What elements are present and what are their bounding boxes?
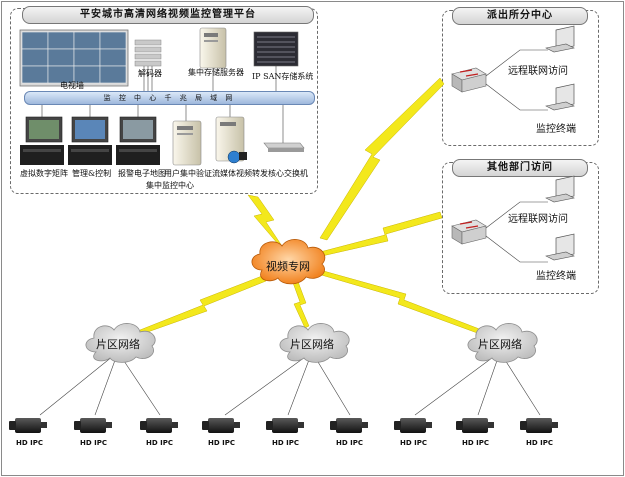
decoder-icon [134,39,162,92]
main-panel-title: 平安城市高清网络视频监控管理平台 [22,6,314,24]
storage-server-label: 集中存储服务器 [188,68,244,77]
camera-label: HD IPC [336,439,363,447]
dept-panel-title: 其他部门访问 [452,159,588,177]
matrix-label: 虚拟数字矩阵 [20,169,68,178]
area-cloud-left [85,323,156,363]
camera-icon [74,418,112,433]
management-label: 管理&控制 [72,169,112,178]
camera-icon [394,418,432,433]
lightning-link-area-right [317,269,483,335]
lan-bus: 监 控 中 心 千 兆 局 域 网 [24,91,315,105]
lightning-link-main [247,194,291,259]
lightning-link-area-mid [291,278,310,329]
streaming-server-icon [215,103,247,164]
dept-terminal-label: 监控终端 [536,271,576,282]
camera-label: HD IPC [146,439,173,447]
area-network-label-mid: 片区网络 [290,338,334,351]
streaming-label: 流媒体视频转发 [212,169,268,178]
core-switch-label: 核心交换机 [268,169,308,178]
camera-icon [520,418,558,433]
camera-icon [456,418,494,433]
matrix-workstation-icon [20,103,64,165]
core-switch-icon [263,103,305,152]
ipsan-storage-icon [253,31,299,92]
police-terminal-monitor-icon [545,83,575,111]
police-router-icon [451,67,487,93]
lightning-link-police [319,77,445,241]
camera-icon [202,418,240,433]
area-cloud-mid [279,323,350,363]
camera-label: HD IPC [80,439,107,447]
police-links [485,49,548,111]
police-remote-label: 远程联网访问 [508,66,568,77]
police-panel-title: 派出所分中心 [452,7,588,25]
dept-remote-label: 远程联网访问 [508,214,568,225]
camera-label: HD IPC [400,439,427,447]
private-network-cloud [251,239,326,285]
alarm-map-workstation-icon [116,103,160,165]
video-wall-label: 电视墙 [60,81,84,90]
management-workstation-icon [68,103,112,165]
decoder-label: 解码器 [138,69,162,78]
camera-icon [9,418,47,433]
police-remote-monitor-icon [545,25,575,53]
video-wall-icon [19,29,129,87]
ipsan-label: IP SAN存储系统 [252,72,314,81]
area-network-label-right: 片区网络 [478,338,522,351]
camera-icon [330,418,368,433]
dept-router-icon [451,219,487,245]
lightning-link-area-left [139,275,267,335]
camera-label: HD IPC [208,439,235,447]
camera-label: HD IPC [16,439,43,447]
dept-terminal-monitor-icon [545,233,575,261]
center-label: 集中监控中心 [146,181,194,190]
storage-server-icon [199,27,227,92]
dept-remote-monitor-icon [545,175,575,203]
camera-label: HD IPC [462,439,489,447]
alarm-map-label: 报警电子地图 [118,169,166,178]
camera-label: HD IPC [272,439,299,447]
police-terminal-label: 监控终端 [536,124,576,135]
camera-icons [9,418,558,433]
auth-server-icon [172,103,202,166]
private-network-label: 视频专网 [266,260,310,273]
camera-label: HD IPC [526,439,553,447]
area-network-label-left: 片区网络 [96,338,140,351]
auth-label: 用户集中验证 [164,169,212,178]
area-cloud-right [467,323,538,363]
dept-links [485,201,548,263]
camera-icon [140,418,178,433]
camera-icon [266,418,304,433]
